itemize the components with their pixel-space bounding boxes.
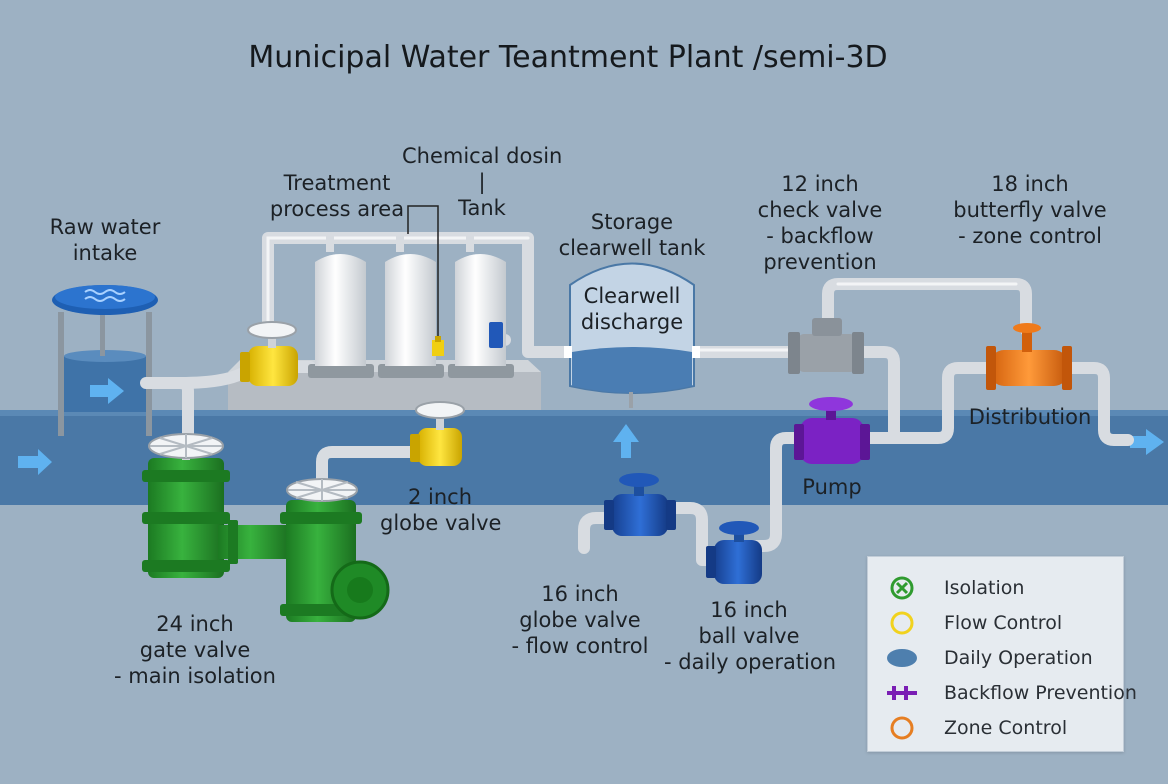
legend-item-flow-control: Flow Control: [886, 608, 1062, 638]
label-distribution: Distribution: [968, 405, 1092, 429]
legend-item-backflow-prevention: Backflow Prevention: [886, 678, 1137, 708]
legend: Isolation Flow Control Daily Operation B…: [867, 556, 1137, 752]
legend-label: Isolation: [944, 577, 1025, 599]
legend-label: Zone Control: [944, 717, 1068, 739]
legend-item-zone-control: Zone Control: [886, 713, 1067, 743]
legend-label: Backflow Prevention: [944, 682, 1137, 704]
chemical-dosing-line: [407, 205, 503, 356]
ball-valve-16-inch: [706, 521, 762, 584]
legend-label: Daily Operation: [944, 647, 1093, 669]
legend-label: Flow Control: [944, 612, 1063, 634]
legend-item-daily-operation: Daily Operation: [886, 643, 1093, 673]
circle-outline-icon: [886, 608, 918, 638]
check-valve-12-inch: [788, 318, 864, 374]
flow-arrow-icon: [1130, 429, 1164, 455]
flow-arrow-icon: [90, 378, 124, 404]
legend-item-isolation: Isolation: [886, 573, 1024, 603]
globe-valve-yellow: [240, 321, 298, 386]
label-pump: Pump: [802, 475, 862, 499]
treatment-tank: [378, 232, 444, 378]
treatment-tank: [308, 232, 374, 378]
pump: [794, 397, 870, 464]
double-bar-icon: [886, 678, 918, 708]
diagram-title: Municipal Water Teantment Plant /semi-3D: [248, 40, 888, 75]
flow-arrow-icon: [18, 449, 52, 475]
globe-valve-16-inch: [604, 473, 676, 536]
label-chemical-dosing-tank: Chemical dosin|Tank: [402, 144, 563, 220]
storage-clearwell-tank: [564, 262, 700, 408]
circle-x-icon: [886, 573, 918, 603]
raw-water-intake: [52, 285, 158, 436]
gate-valve-24-inch: [142, 433, 390, 622]
flow-arrow-icon: [613, 424, 639, 458]
butterfly-valve-18-inch: [986, 323, 1072, 390]
treatment-tank: [448, 232, 514, 378]
globe-valve-2-inch: [410, 401, 465, 466]
circle-outline-icon: [886, 713, 918, 743]
filled-ellipse-icon: [886, 643, 918, 673]
